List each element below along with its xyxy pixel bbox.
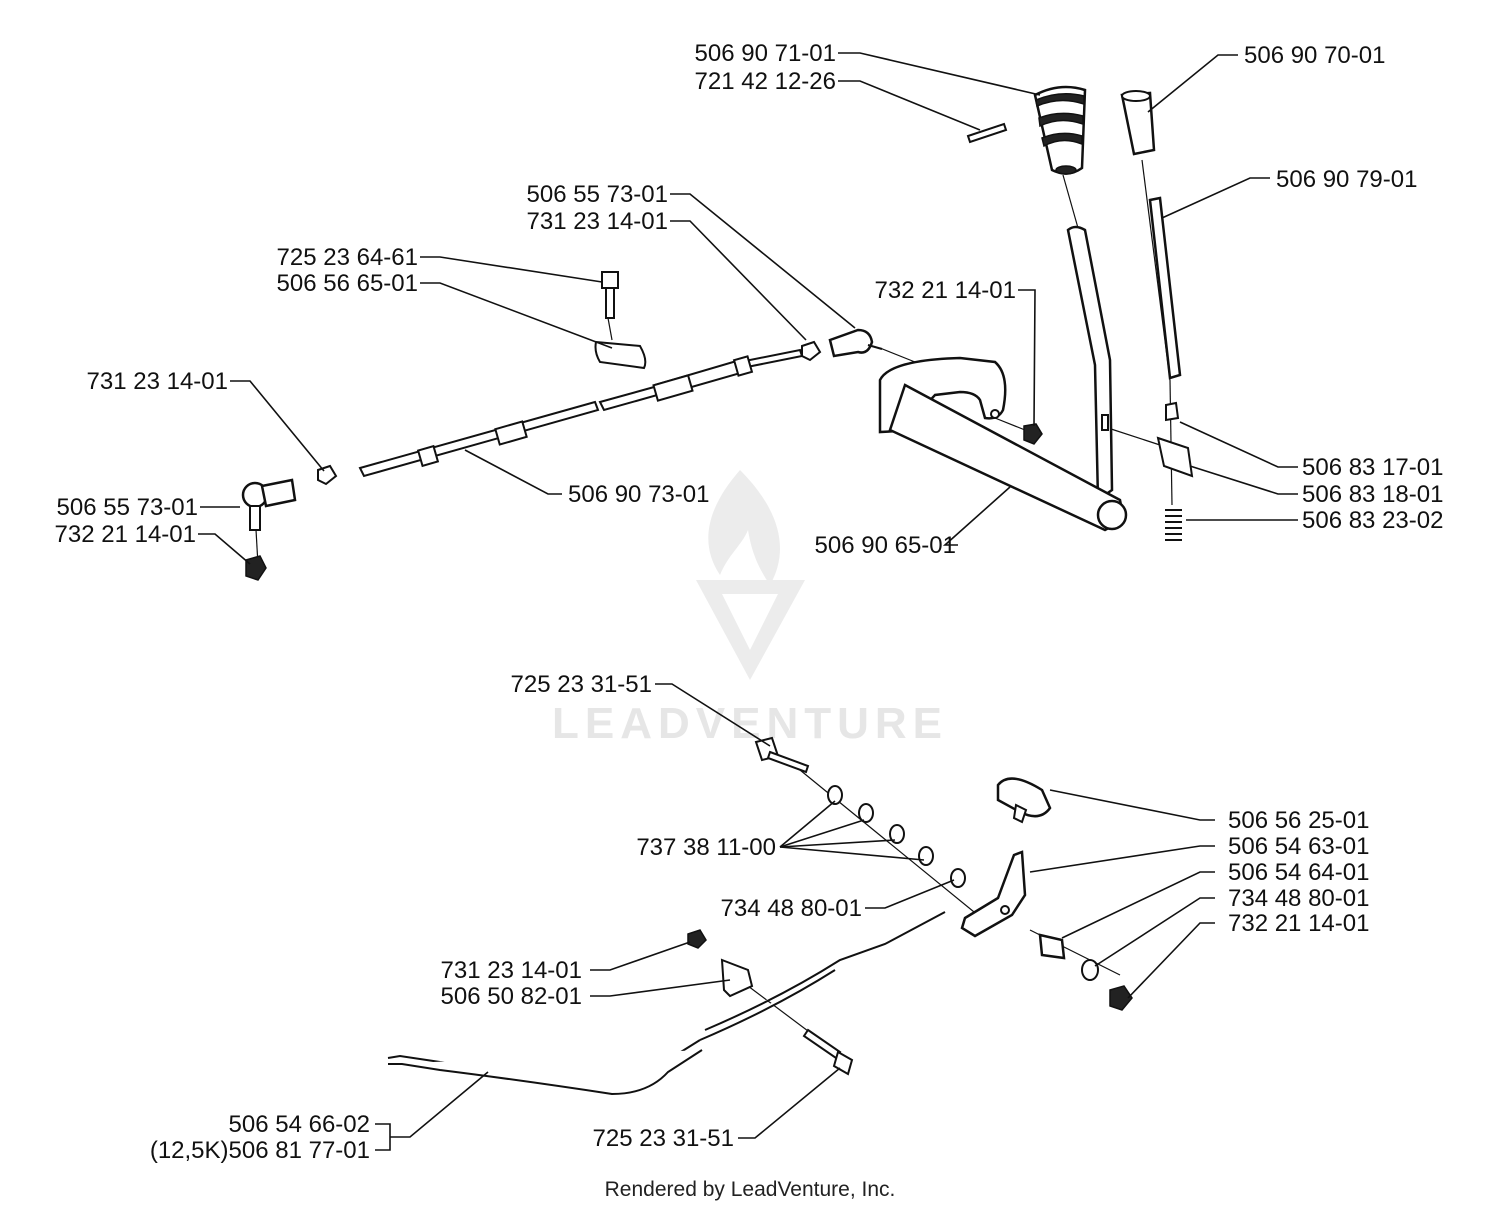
clip-506-50-82-01 <box>720 958 754 998</box>
label-732-21-14-01-left: 732 21 14-01 <box>55 521 196 548</box>
label-506-50-82-01: 506 50 82-01 <box>441 983 582 1010</box>
nut-731-23-14-01-bottom <box>687 929 707 949</box>
part-labels: 506 90 71-01 721 42 12-26 506 90 70-01 5… <box>55 40 1444 1164</box>
nut-732-21-14-01-top <box>1023 423 1043 445</box>
knob-506-90-71-01 <box>1033 85 1087 175</box>
label-725-23-64-61: 725 23 64-61 <box>277 244 418 271</box>
label-725-23-31-51-bottom: 725 23 31-51 <box>593 1125 734 1152</box>
label-725-23-31-51-top: 725 23 31-51 <box>511 671 652 698</box>
label-506-54-64-01: 506 54 64-01 <box>1228 859 1369 886</box>
rod-506-90-79-01 <box>1148 196 1182 380</box>
watermark: LEADVENTURE <box>552 470 948 748</box>
nut-731-23-14-01-top <box>801 340 822 362</box>
bracket-506-90-65-01 <box>878 356 1128 532</box>
bolt-725-23-31-51-bottom <box>802 1028 854 1076</box>
bolt-725-23-31-51-top <box>754 736 810 774</box>
part-506-83-17-01 <box>1165 401 1180 422</box>
label-506-83-18-01: 506 83 18-01 <box>1302 481 1443 508</box>
lower-assembly <box>387 736 1133 1096</box>
label-506-55-73-01-left: 506 55 73-01 <box>57 494 198 521</box>
balljoint-506-55-73-01-left <box>241 478 297 531</box>
label-732-21-14-01-top: 732 21 14-01 <box>875 277 1016 304</box>
label-737-38-11-00: 737 38 11-00 <box>636 834 776 861</box>
label-506-90-73-01: 506 90 73-01 <box>568 481 709 508</box>
nut-732-21-14-01-left <box>245 555 267 581</box>
label-506-83-17-01: 506 83 17-01 <box>1302 454 1443 481</box>
washers-737-38-11-00 <box>827 785 934 866</box>
nut-732-21-14-01-right <box>1109 985 1133 1011</box>
nut-731-23-14-01-left <box>317 464 338 486</box>
spring-506-83-23-02 <box>1165 509 1182 541</box>
label-506-56-25-01: 506 56 25-01 <box>1228 807 1369 834</box>
label-506-90-70-01: 506 90 70-01 <box>1244 42 1385 69</box>
label-12-5k-506-81-77-01: (12,5K)506 81 77-01 <box>150 1137 370 1164</box>
label-734-48-80-01-right: 734 48 80-01 <box>1228 885 1369 912</box>
grip-506-90-70-01 <box>1120 90 1156 156</box>
lever-506-54-63-01 <box>960 850 1027 938</box>
flame-v-logo-icon <box>696 470 805 680</box>
spacer-506-54-64-01 <box>1038 933 1066 960</box>
footer-credit: Rendered by LeadVenture, Inc. <box>605 1178 896 1201</box>
cable-506-54-66-02 <box>387 911 946 1096</box>
pin-721-42-12-26 <box>966 122 1008 144</box>
knob-506-56-25-01 <box>996 777 1052 824</box>
upper-assembly <box>241 85 1194 581</box>
label-734-48-80-01-mid: 734 48 80-01 <box>721 895 862 922</box>
watermark-text: LEADVENTURE <box>552 699 948 748</box>
washer-734-48-80-01-mid <box>950 868 966 888</box>
label-731-23-14-01-bottom: 731 23 14-01 <box>441 957 582 984</box>
label-731-23-14-01-top: 731 23 14-01 <box>527 208 668 235</box>
part-506-83-18-01 <box>1156 436 1194 478</box>
cable-506-90-73-01 <box>358 348 804 478</box>
label-506-90-71-01: 506 90 71-01 <box>695 40 836 67</box>
label-506-54-66-02: 506 54 66-02 <box>229 1111 370 1138</box>
clamp-506-56-65-01 <box>594 340 647 370</box>
label-732-21-14-01-right: 732 21 14-01 <box>1228 910 1369 937</box>
balljoint-506-55-73-01-top <box>828 328 883 358</box>
label-506-90-79-01: 506 90 79-01 <box>1276 166 1417 193</box>
lever-arm <box>1066 225 1114 503</box>
label-506-90-65-01: 506 90 65-01 <box>815 532 956 559</box>
label-506-56-65-01: 506 56 65-01 <box>277 270 418 297</box>
washer-734-48-80-01-right <box>1081 959 1099 981</box>
screw-725-23-64-61 <box>601 271 619 319</box>
label-731-23-14-01-left: 731 23 14-01 <box>87 368 228 395</box>
label-721-42-12-26: 721 42 12-26 <box>695 68 836 95</box>
label-506-55-73-01-top: 506 55 73-01 <box>527 181 668 208</box>
label-506-54-63-01: 506 54 63-01 <box>1228 833 1369 860</box>
label-506-83-23-02: 506 83 23-02 <box>1302 507 1443 534</box>
leader-lines <box>198 52 1298 1151</box>
